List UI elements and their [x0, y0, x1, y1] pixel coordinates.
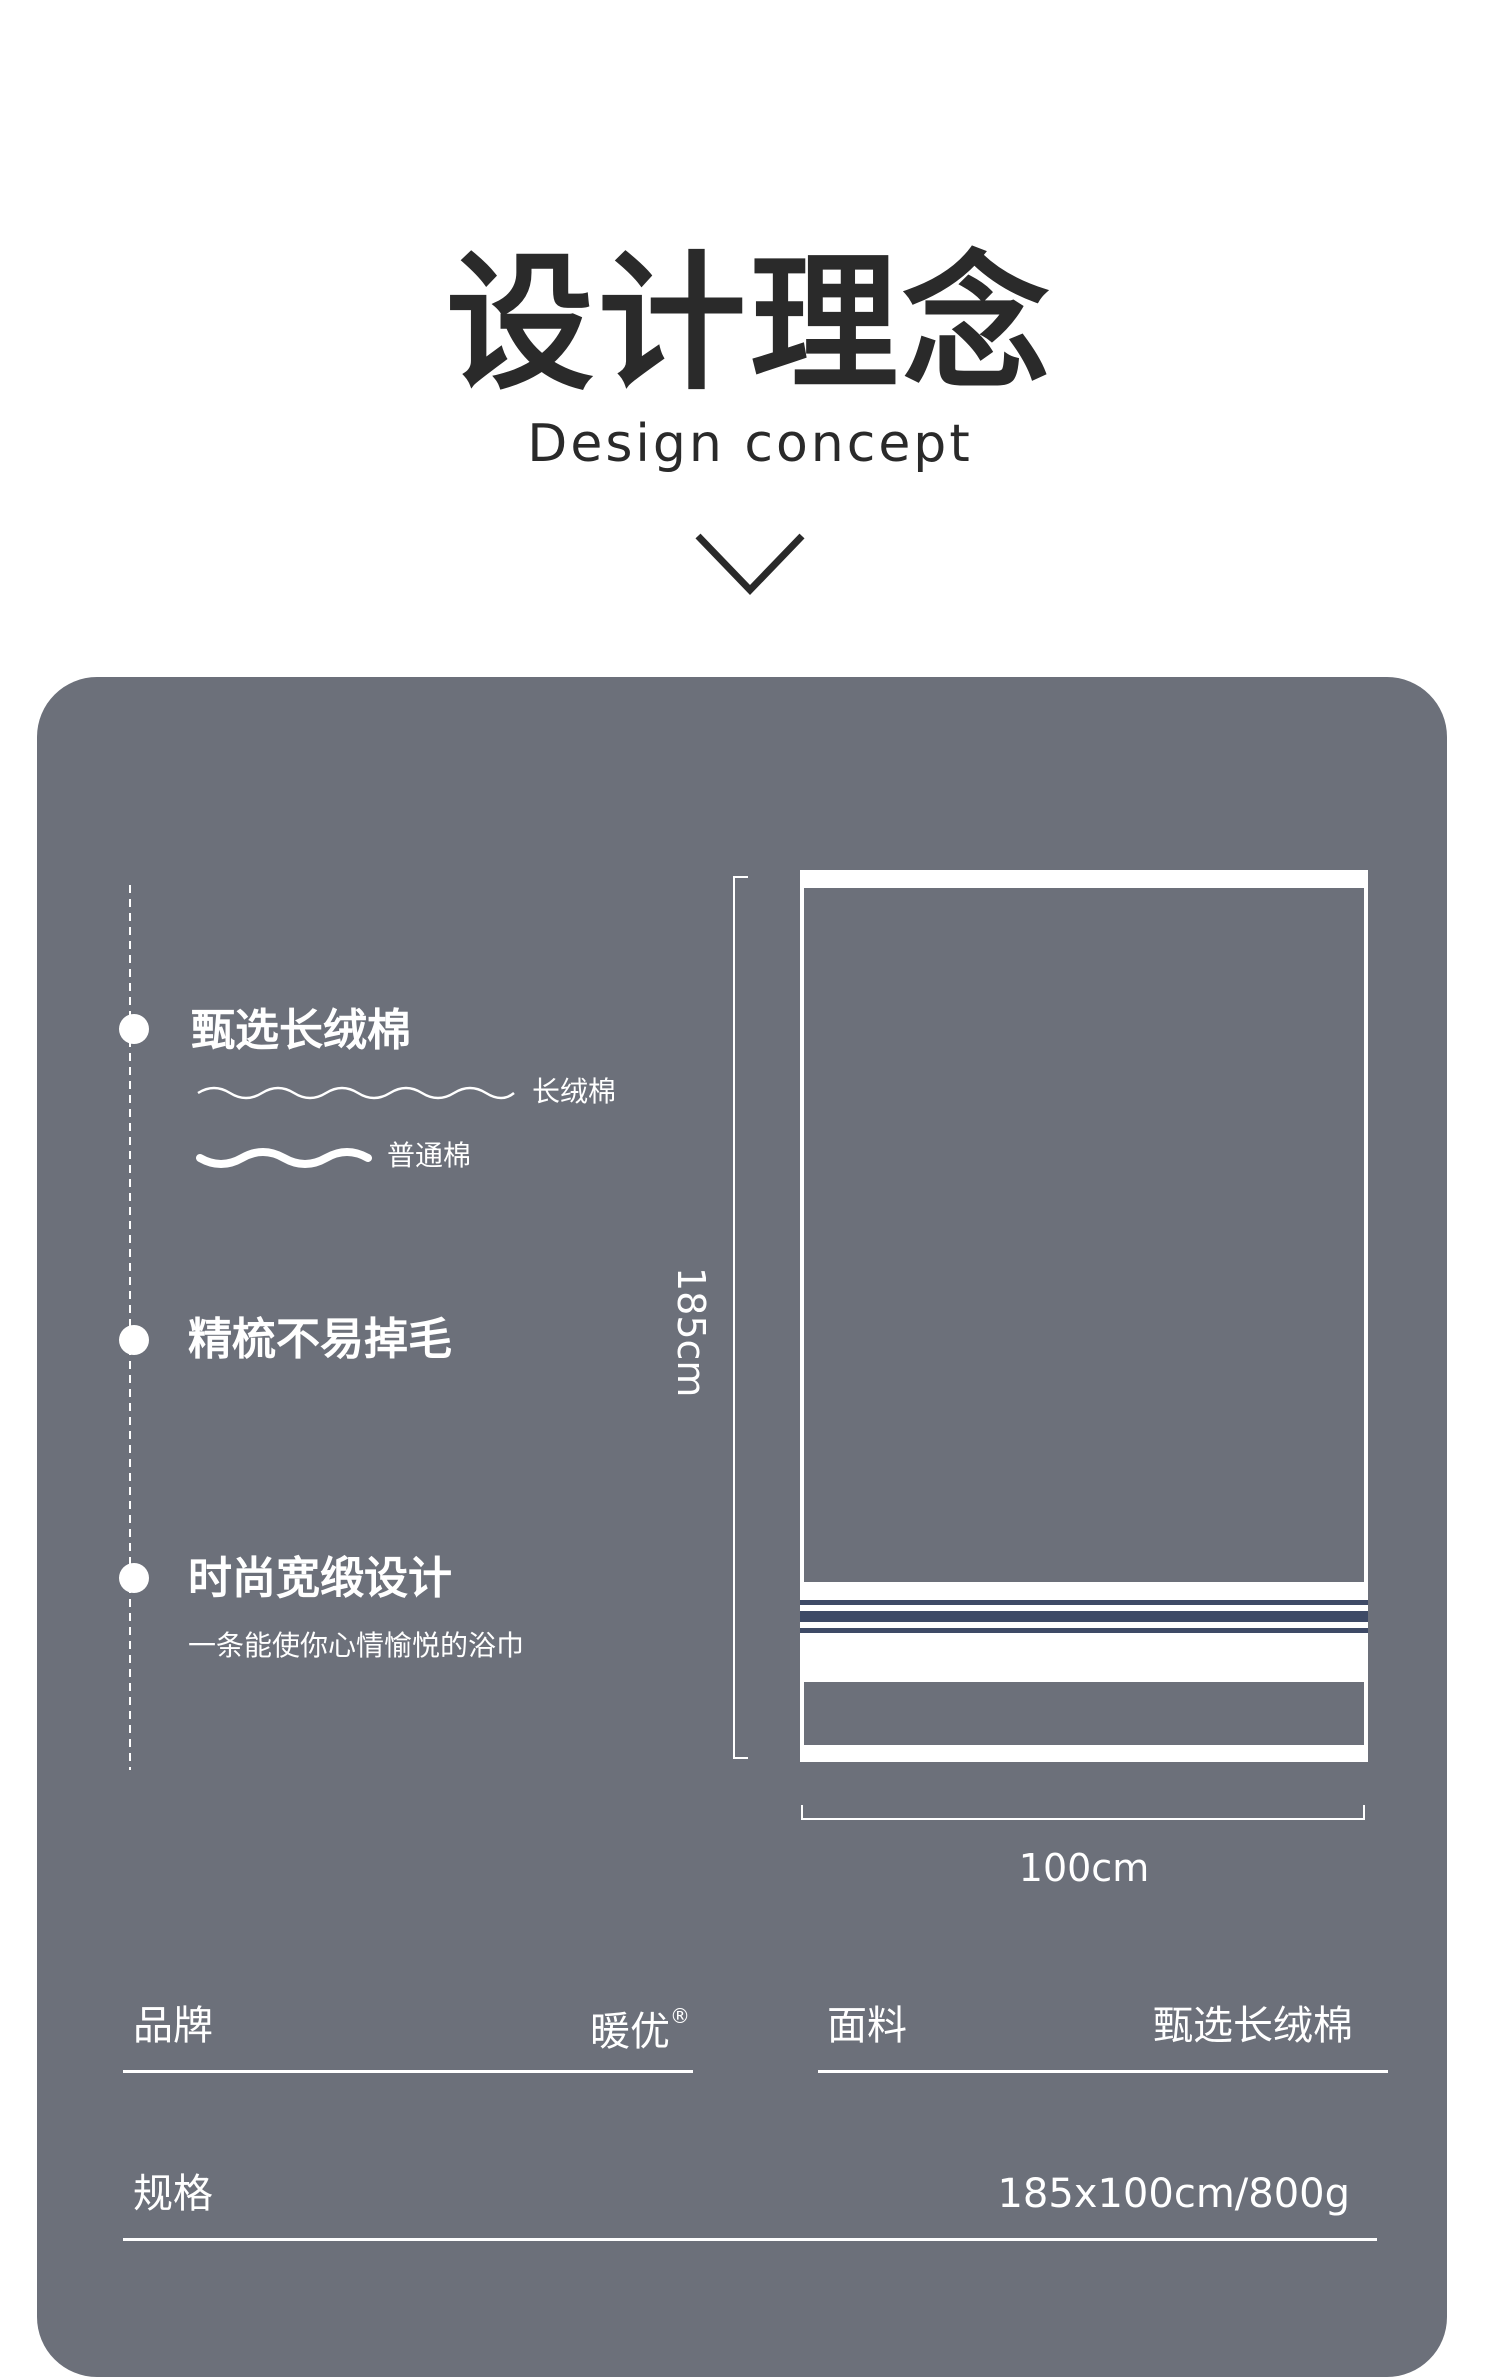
divider	[818, 2070, 1388, 2073]
fiber-label-normal: 普通棉	[387, 1139, 472, 1172]
feature-title-long-staple: 甄选长绒棉	[191, 1005, 411, 1056]
brand-label: 品牌	[133, 2003, 213, 2049]
page-title: 设计理念	[446, 238, 1054, 410]
brand-value: 暖优®	[480, 2006, 690, 2052]
thin-wave-icon	[197, 1086, 515, 1100]
material-label: 面料	[827, 2003, 907, 2049]
brand-name: 暖优	[590, 2009, 670, 2055]
material-value: 甄选长绒棉	[1153, 2003, 1353, 2049]
page-subtitle: Design concept	[527, 414, 973, 474]
fiber-label-long: 长绒棉	[532, 1075, 617, 1108]
divider	[123, 2238, 1377, 2241]
height-label: 185cm	[669, 1267, 713, 1398]
timeline-dot	[119, 1563, 149, 1593]
width-label: 100cm	[1018, 1846, 1150, 1890]
size-value: 185x100cm/800g	[997, 2171, 1350, 2217]
timeline-dot	[119, 1325, 149, 1355]
divider	[123, 2070, 693, 2073]
thick-wave-icon	[196, 1148, 372, 1168]
towel-illustration	[800, 870, 1368, 1762]
timeline-dot	[119, 1014, 149, 1044]
feature-title-combed: 精梳不易掉毛	[188, 1314, 452, 1365]
registered-mark: ®	[670, 2004, 690, 2028]
feature-title-satin: 时尚宽缎设计	[188, 1553, 452, 1604]
chevron-down-icon	[695, 533, 805, 596]
height-bracket	[733, 876, 748, 1759]
feature-desc-satin: 一条能使你心情愉悦的浴巾	[188, 1629, 525, 1662]
size-label: 规格	[133, 2171, 213, 2217]
width-bracket	[801, 1805, 1365, 1820]
